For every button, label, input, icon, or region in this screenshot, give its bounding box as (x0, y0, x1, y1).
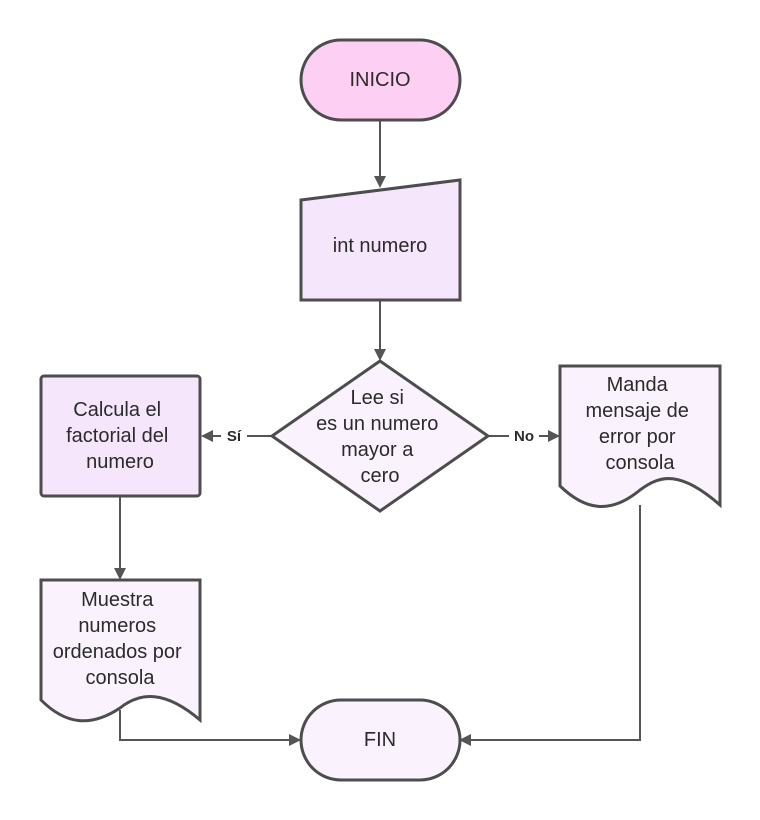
input-node-shape (299, 178, 462, 302)
decision-node-label: Lee si es un numero mayor a cero (316, 387, 444, 487)
no-label-backing (509, 426, 539, 446)
output-document-shape (39, 578, 202, 724)
error-document-label: Manda mensaje de error por consola (586, 374, 695, 474)
decision-node-shape (269, 359, 491, 513)
process-node[interactable]: Calcula el factorial del numero (39, 374, 202, 498)
connectors (114, 120, 641, 746)
output-document-label: Muestra numeros ordenados por consola (53, 589, 188, 689)
end-terminal-shape (299, 698, 462, 782)
input-node-label: int numero (333, 235, 428, 257)
edge-label-yes: Sí (227, 428, 242, 445)
decision-node[interactable]: Lee si es un numero mayor a cero (269, 359, 491, 513)
error-document-node[interactable]: Manda mensaje de error por consola (558, 364, 722, 509)
output-document-node[interactable]: Muestra numeros ordenados por consola (39, 578, 202, 724)
end-terminal-label: FIN (364, 729, 396, 751)
input-node[interactable]: int numero (299, 178, 462, 302)
edge-output-to-end (119, 710, 301, 746)
end-terminal[interactable]: FIN (299, 698, 462, 782)
start-terminal[interactable]: INICIO (299, 38, 462, 122)
start-terminal-label: INICIO (349, 69, 410, 91)
yes-label-backing (221, 426, 247, 446)
process-node-shape (39, 374, 202, 498)
edge-label-no: No (514, 428, 534, 445)
process-node-label: Calcula el factorial del numero (66, 399, 174, 473)
start-terminal-shape (299, 38, 462, 122)
edge-error-to-end (459, 505, 641, 746)
error-document-shape (558, 364, 722, 509)
